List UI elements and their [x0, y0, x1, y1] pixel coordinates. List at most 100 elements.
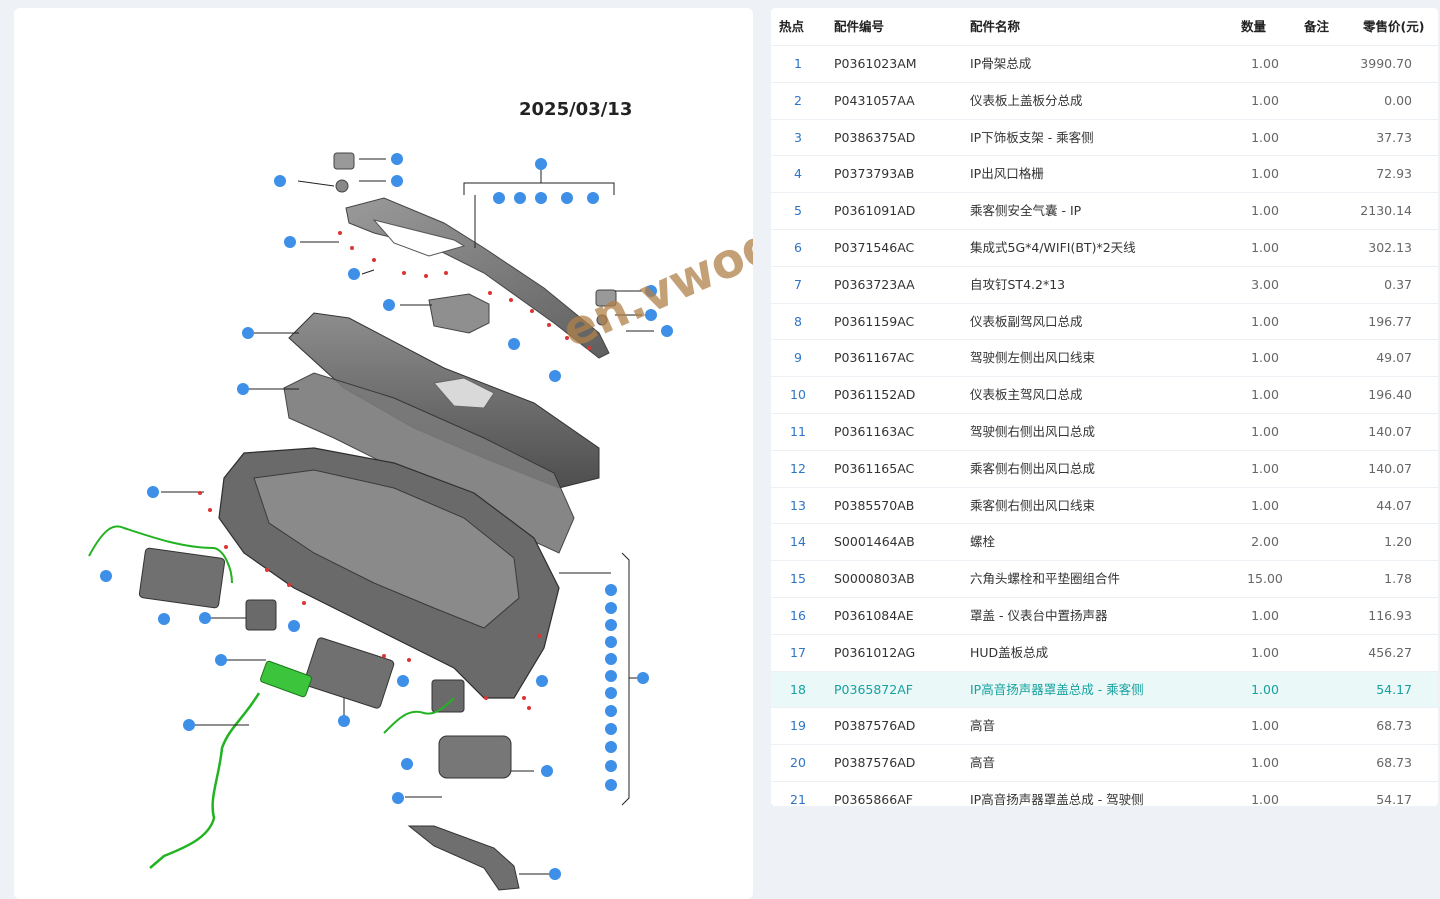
quantity-cell: 1.00 — [1251, 607, 1279, 623]
quantity-cell: 1.00 — [1251, 92, 1279, 108]
tweeter-cap-top — [333, 152, 355, 170]
quantity-cell: 15.00 — [1247, 571, 1283, 587]
part-name-cell: 高音 — [970, 718, 996, 734]
header-note[interactable]: 备注 — [1304, 19, 1330, 34]
price-cell: 3990.70 — [1360, 56, 1412, 71]
quantity-cell: 1.00 — [1251, 387, 1279, 403]
part-name-cell: 驾驶侧左侧出风口线束 — [970, 350, 1096, 366]
parts-diagram-panel: 2025/03/13 en.vwodis.com — [14, 8, 753, 899]
header-part-no[interactable]: 配件编号 — [834, 19, 885, 34]
part-name-cell: 螺栓 — [970, 534, 996, 550]
part-name-cell: IP高音扬声器罩盖总成 - 驾驶侧 — [970, 791, 1144, 806]
hotspot-cell: 19 — [790, 718, 806, 734]
passenger-airbag — [438, 735, 512, 779]
price-cell: 196.77 — [1368, 313, 1412, 329]
hotspot-cell: 13 — [790, 497, 806, 513]
exploded-view-diagram — [88, 152, 673, 891]
hotspot-cell: 12 — [790, 460, 806, 476]
quantity-cell: 1.00 — [1251, 129, 1279, 145]
wiring-harness-3 — [383, 697, 455, 734]
price-cell: 0.00 — [1384, 92, 1412, 108]
hotspot-cell: 7 — [794, 276, 802, 292]
hotspot-cell: 14 — [790, 534, 806, 550]
quantity-cell: 1.00 — [1251, 681, 1279, 697]
quantity-cell: 1.00 — [1251, 350, 1279, 366]
header-price[interactable]: 零售价(元) — [1363, 19, 1425, 34]
part-name-cell: 自攻钉ST4.2*13 — [970, 276, 1066, 292]
part-name-cell: 乘客侧安全气囊 - IP — [970, 203, 1082, 219]
part-name-cell: 乘客侧右侧出风口线束 — [970, 497, 1096, 513]
hotspot-cell: 9 — [794, 350, 802, 366]
header-part-name[interactable]: 配件名称 — [970, 19, 1021, 34]
hotspot-cell: 8 — [794, 313, 802, 329]
quantity-cell: 1.00 — [1251, 423, 1279, 439]
quantity-cell: 1.00 — [1251, 56, 1279, 71]
quantity-cell: 3.00 — [1251, 276, 1279, 292]
header-hotspot[interactable]: 热点 — [779, 19, 805, 34]
module-green — [260, 660, 312, 698]
price-cell: 456.27 — [1368, 644, 1412, 660]
part-number-cell: S0000803AB — [834, 571, 915, 587]
quantity-cell: 1.00 — [1251, 755, 1279, 771]
part-number-cell: P0365866AF — [834, 791, 913, 806]
price-cell: 140.07 — [1368, 423, 1412, 439]
diagram-date: 2025/03/13 — [519, 99, 633, 120]
part-number-cell: P0361152AD — [834, 387, 916, 403]
part-name-cell: IP高音扬声器罩盖总成 - 乘客侧 — [970, 681, 1144, 697]
part-number-cell: P0361084AE — [834, 607, 914, 623]
part-name-cell: 高音 — [970, 755, 996, 771]
price-cell: 302.13 — [1368, 239, 1412, 255]
quantity-cell: 1.00 — [1251, 644, 1279, 660]
price-cell: 37.73 — [1376, 129, 1412, 145]
part-name-cell: 六角头螺栓和平垫圈组合件 — [970, 571, 1121, 587]
part-number-cell: P0361012AG — [834, 644, 916, 660]
bracket-small — [245, 599, 277, 631]
quantity-cell: 2.00 — [1251, 534, 1279, 550]
header-qty[interactable]: 数量 — [1241, 19, 1267, 34]
price-cell: 2130.14 — [1360, 203, 1412, 219]
price-cell: 68.73 — [1376, 755, 1412, 771]
part-number-cell: P0371546AC — [834, 239, 915, 255]
part-name-cell: 驾驶侧右侧出风口总成 — [970, 423, 1096, 439]
price-cell: 1.78 — [1384, 571, 1412, 587]
part-name-cell: HUD盖板总成 — [970, 644, 1049, 660]
hotspot-cell: 6 — [794, 239, 802, 255]
price-cell: 1.20 — [1384, 534, 1412, 550]
table-row[interactable]: 17 P0361012AG HUD盖板总成 1.00 456.27 — [771, 635, 1438, 672]
air-vent-left — [138, 547, 226, 609]
part-name-cell: 仪表板上盖板分总成 — [970, 92, 1083, 108]
hotspot-cell: 11 — [790, 423, 806, 439]
quantity-cell: 1.00 — [1251, 460, 1279, 476]
hotspot-cell: 17 — [790, 644, 806, 660]
part-number-cell: P0361159AC — [834, 313, 915, 329]
price-cell: 49.07 — [1376, 350, 1412, 366]
hotspot-cell: 21 — [790, 791, 806, 806]
price-cell: 44.07 — [1376, 497, 1412, 513]
hotspot-cell: 1 — [794, 56, 802, 71]
part-number-cell: P0387576AD — [834, 718, 916, 734]
part-number-cell: P0361165AC — [834, 460, 915, 476]
part-number-cell: P0361091AD — [834, 203, 916, 219]
